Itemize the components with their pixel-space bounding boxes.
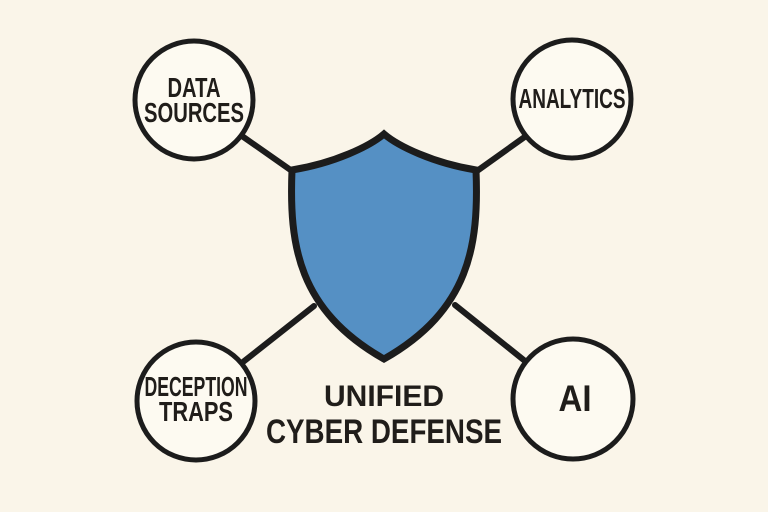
node-circle-data-sources (132, 38, 256, 162)
shield-icon (288, 129, 480, 364)
connector-ai-to-shield (452, 302, 528, 364)
node-label-ai: AI (559, 378, 592, 419)
node-label-data-sources-line1: DATA (168, 72, 221, 103)
connector-deception-traps-to-shield (240, 303, 317, 365)
diagram-title-line2: CYBER DEFENSE (266, 413, 502, 451)
connector-data-sources-to-shield (239, 133, 295, 174)
node-label-data-sources-line2: SOURCES (144, 97, 244, 128)
connector-analytics-to-shield (474, 133, 529, 174)
node-label-analytics: ANALYTICS (519, 83, 626, 114)
node-circle-deception-traps (134, 339, 258, 463)
node-circle-ai (510, 336, 636, 462)
node-circle-analytics (510, 37, 634, 161)
diagram-title-line1: UNIFIED (324, 380, 444, 413)
node-label-deception-traps-line2: TRAPS (159, 396, 233, 427)
node-label-deception-traps-line1: DECEPTION (145, 371, 248, 402)
